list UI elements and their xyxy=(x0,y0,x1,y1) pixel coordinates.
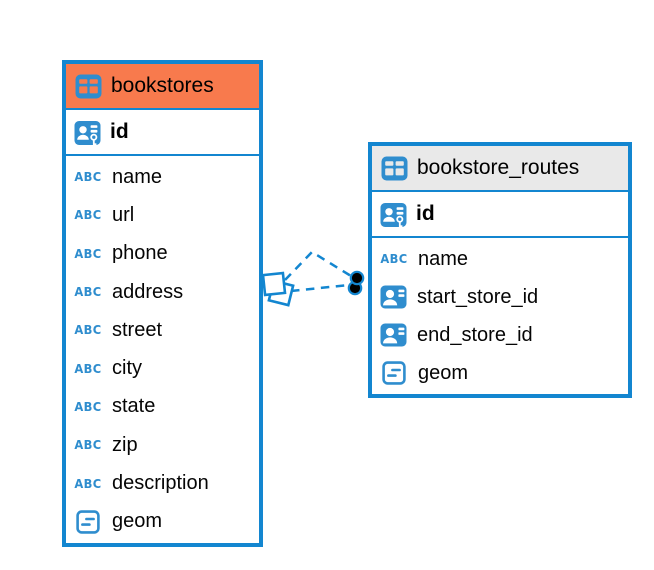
table-title: bookstores xyxy=(111,74,214,97)
column-name: address xyxy=(112,280,184,303)
person-card-icon xyxy=(380,323,407,347)
abc-icon: ABC xyxy=(380,251,408,267)
column-name: name xyxy=(112,165,163,188)
column-name: geom xyxy=(418,361,469,384)
column-row-zip[interactable]: ABC zip xyxy=(66,426,259,464)
abc-icon: ABC xyxy=(74,399,102,415)
column-row-street[interactable]: ABC street xyxy=(66,311,259,349)
column-row-url[interactable]: ABC url xyxy=(66,196,259,234)
abc-icon: ABC xyxy=(74,361,102,376)
relationship-endpoint-dot[interactable] xyxy=(349,270,365,286)
column-name: state xyxy=(112,395,156,418)
relationship-source-marker[interactable] xyxy=(261,271,295,307)
person-key-icon xyxy=(74,120,101,150)
column-name: zip xyxy=(112,433,138,456)
relationship-line-start-store[interactable] xyxy=(284,250,352,281)
column-row-city[interactable]: ABC city xyxy=(66,349,259,387)
abc-icon: ABC xyxy=(74,246,102,262)
column-name: city xyxy=(112,357,142,380)
column-name: id xyxy=(110,120,129,143)
column-row-phone[interactable]: ABC phone xyxy=(66,235,259,273)
column-row-start-store-id[interactable]: start_store_id xyxy=(372,278,628,316)
abc-icon: ABC xyxy=(74,284,102,300)
column-row-name[interactable]: ABC name xyxy=(66,158,259,196)
relationship-endpoint-dot[interactable] xyxy=(347,280,363,296)
column-name: end_store_id xyxy=(417,323,533,346)
column-row-state[interactable]: ABC state xyxy=(66,388,259,426)
person-card-icon xyxy=(380,285,407,309)
table-icon xyxy=(75,74,102,99)
column-name: street xyxy=(112,318,163,341)
person-key-icon xyxy=(380,202,407,232)
geometry-icon xyxy=(76,510,100,534)
column-name: id xyxy=(416,202,435,225)
table-title: bookstore_routes xyxy=(417,156,580,179)
column-row-name[interactable]: ABC name xyxy=(372,240,628,278)
geometry-icon xyxy=(382,361,406,385)
column-name: url xyxy=(112,203,135,226)
abc-icon: ABC xyxy=(74,476,102,491)
column-row-id[interactable]: id xyxy=(372,192,628,238)
column-row-geom[interactable]: geom xyxy=(66,503,259,541)
column-row-description[interactable]: ABC description xyxy=(66,464,259,502)
table-bookstores[interactable]: bookstores id ABC name ABC url ABC phone… xyxy=(62,60,263,547)
abc-icon: ABC xyxy=(74,169,102,185)
column-name: phone xyxy=(112,242,168,265)
column-name: start_store_id xyxy=(417,285,539,308)
table-icon xyxy=(381,156,408,181)
relationship-line-end-store[interactable] xyxy=(290,283,350,293)
abc-icon: ABC xyxy=(74,208,102,223)
column-name: name xyxy=(418,247,469,270)
abc-icon: ABC xyxy=(74,322,102,338)
table-bookstore-routes[interactable]: bookstore_routes id ABC name start_store… xyxy=(368,142,632,398)
column-list: ABC name start_store_id end_store_id geo… xyxy=(372,238,628,394)
column-row-id[interactable]: id xyxy=(66,110,259,156)
abc-icon: ABC xyxy=(74,437,102,453)
column-row-address[interactable]: ABC address xyxy=(66,273,259,311)
column-name: geom xyxy=(112,510,163,533)
column-name: description xyxy=(112,472,209,495)
column-row-geom[interactable]: geom xyxy=(372,354,628,392)
column-list: ABC name ABC url ABC phone ABC address A… xyxy=(66,156,259,543)
table-bookstores-header[interactable]: bookstores xyxy=(66,64,259,110)
column-row-end-store-id[interactable]: end_store_id xyxy=(372,316,628,354)
table-bookstore-routes-header[interactable]: bookstore_routes xyxy=(372,146,628,192)
